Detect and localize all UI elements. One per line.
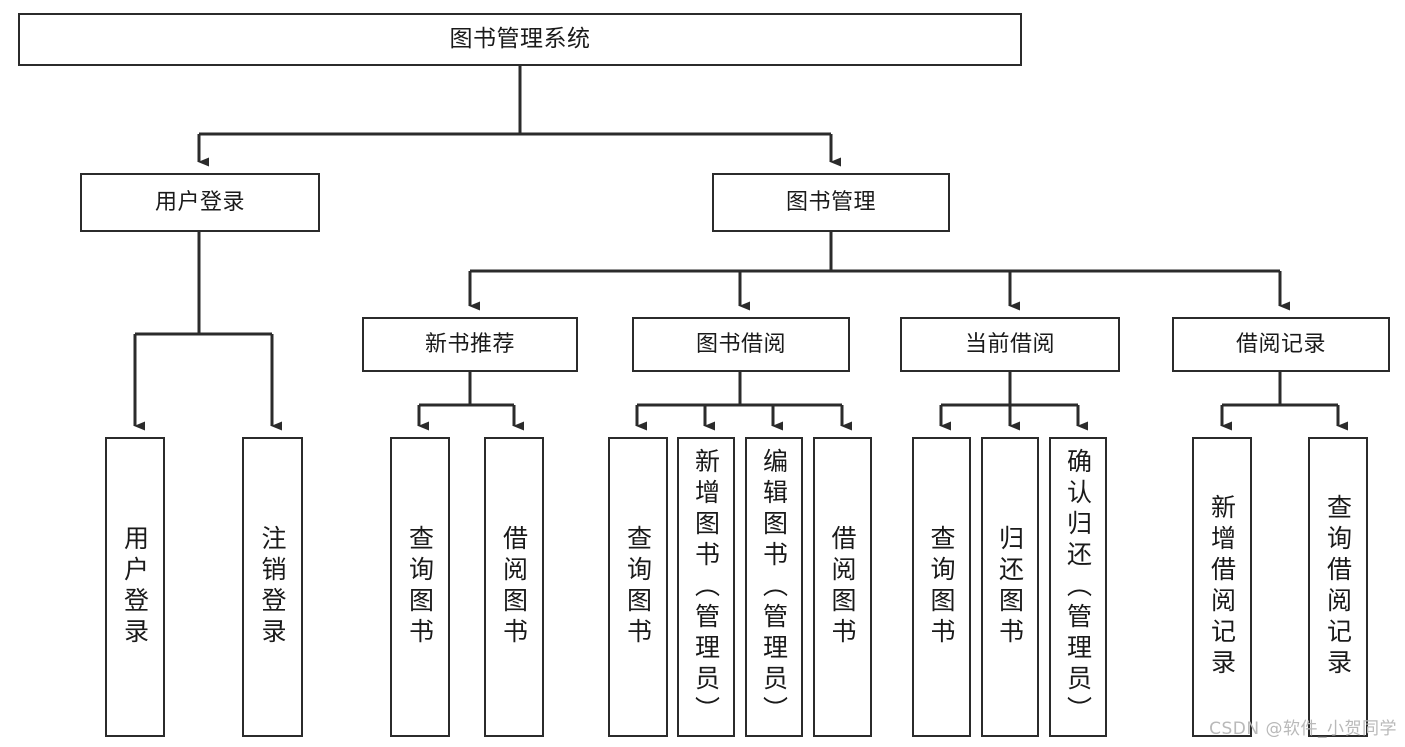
leaf-edit-book-label: 编辑图书（管理员）: [759, 447, 789, 727]
leaf-return-book-label: 归还图书: [995, 525, 1025, 649]
leaf-query-book-2[interactable]: 查询图书: [608, 437, 668, 737]
leaf-user-logout-label: 注销登录: [258, 525, 287, 649]
leaf-return-book[interactable]: 归还图书: [981, 437, 1039, 737]
leaf-query-book-3[interactable]: 查询图书: [912, 437, 971, 737]
leaf-borrow-book-2-label: 借阅图书: [828, 525, 857, 649]
leaf-query-book-3-label: 查询图书: [927, 525, 956, 649]
leaf-query-book-2-label: 查询图书: [623, 525, 653, 649]
node-current-borrow-label: 当前借阅: [964, 331, 1055, 357]
node-user-login-label: 用户登录: [154, 189, 245, 215]
leaf-borrow-book-2[interactable]: 借阅图书: [813, 437, 872, 737]
leaf-user-login-label: 用户登录: [120, 525, 150, 649]
leaf-add-book[interactable]: 新增图书（管理员）: [677, 437, 735, 737]
leaf-user-logout[interactable]: 注销登录: [242, 437, 303, 737]
leaf-edit-book[interactable]: 编辑图书（管理员）: [745, 437, 803, 737]
node-book-borrow[interactable]: 图书借阅: [632, 317, 850, 372]
node-borrow-record-label: 借阅记录: [1235, 331, 1326, 357]
leaf-add-book-label: 新增图书（管理员）: [691, 447, 721, 727]
leaf-query-record[interactable]: 查询借阅记录: [1308, 437, 1368, 737]
leaf-query-record-label: 查询借阅记录: [1323, 494, 1353, 680]
node-book-manage[interactable]: 图书管理: [712, 173, 950, 232]
node-borrow-record[interactable]: 借阅记录: [1172, 317, 1390, 372]
node-user-login[interactable]: 用户登录: [80, 173, 320, 232]
leaf-add-record[interactable]: 新增借阅记录: [1192, 437, 1252, 737]
node-current-borrow[interactable]: 当前借阅: [900, 317, 1120, 372]
leaf-confirm-return[interactable]: 确认归还（管理员）: [1049, 437, 1107, 737]
leaf-user-login[interactable]: 用户登录: [105, 437, 165, 737]
node-root-label: 图书管理系统: [449, 26, 591, 53]
node-book-borrow-label: 图书借阅: [695, 331, 786, 357]
leaf-add-record-label: 新增借阅记录: [1207, 494, 1237, 680]
leaf-query-book-1-label: 查询图书: [405, 525, 435, 649]
leaf-borrow-book-1[interactable]: 借阅图书: [484, 437, 544, 737]
node-root[interactable]: 图书管理系统: [18, 13, 1022, 66]
node-book-manage-label: 图书管理: [785, 189, 876, 215]
node-new-book-recommend-label: 新书推荐: [424, 331, 515, 357]
node-new-book-recommend[interactable]: 新书推荐: [362, 317, 578, 372]
leaf-borrow-book-1-label: 借阅图书: [499, 525, 529, 649]
leaf-query-book-1[interactable]: 查询图书: [390, 437, 450, 737]
leaf-confirm-return-label: 确认归还（管理员）: [1063, 447, 1093, 727]
